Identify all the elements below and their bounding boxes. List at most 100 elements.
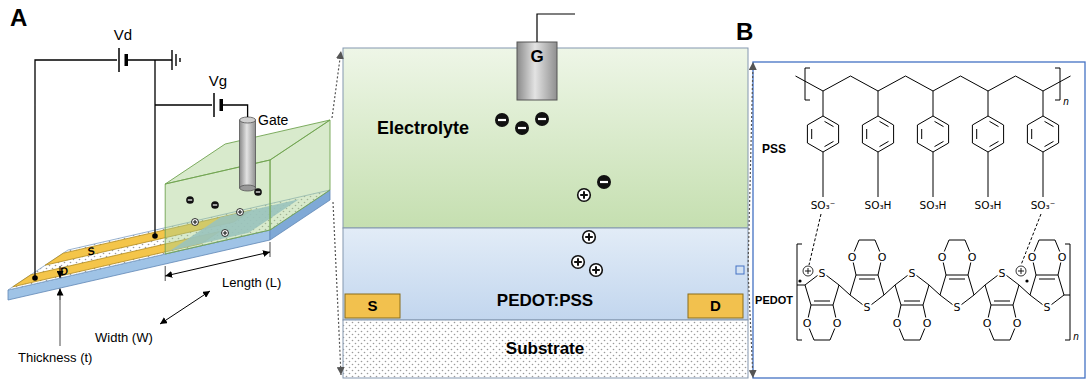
dimension-arrow <box>60 300 61 346</box>
oxygen-atom: O <box>1012 318 1023 329</box>
chemical-structure <box>796 68 1071 340</box>
sulfur-atom: S <box>998 268 1007 279</box>
dimension-arrow <box>165 252 270 276</box>
gate-cylinder <box>240 117 256 123</box>
benzene-ring <box>862 116 893 152</box>
benzene-ring <box>917 116 948 152</box>
drain-contact: D <box>688 294 743 318</box>
ion-symbol <box>186 188 262 236</box>
sulfur-atom: S <box>908 268 917 279</box>
ground-symbol <box>172 50 180 70</box>
thiophene-ring <box>850 240 884 308</box>
oect-device-illustration <box>8 48 341 375</box>
gate-electrode-shape <box>517 42 557 100</box>
zoom-marker <box>736 266 744 274</box>
ion-symbol <box>211 201 219 209</box>
dimension-arrow <box>165 266 166 281</box>
chemical-structure-panel-shape <box>753 62 1085 378</box>
gate-cylinder <box>240 120 256 188</box>
oxygen-atom: O <box>1027 252 1038 263</box>
oxygen-atom: O <box>877 252 888 263</box>
radical-cation <box>798 279 801 282</box>
circuit-wire <box>35 60 248 278</box>
dimension-label: Width (W) <box>95 330 153 345</box>
polymer-label: PSS <box>762 143 786 157</box>
oxygen-atom: O <box>832 318 843 329</box>
ion-symbol <box>597 175 611 189</box>
ground-symbol <box>179 58 180 62</box>
ion-symbol <box>572 256 585 269</box>
substrate-layer-shape <box>343 320 748 378</box>
gate-label: Gate <box>258 112 288 128</box>
layer-label: Substrate <box>506 339 584 359</box>
thiophene-ring <box>895 272 929 340</box>
chemical-structure-panel: PSSnSO₃⁻SO₃HSO₃HSO₃HSO₃⁻PEDOTOOOOOOOOOOO… <box>753 62 1085 378</box>
pedot-pss-layer-shape <box>343 228 748 320</box>
zoom-arrow <box>333 202 341 375</box>
sulfur-atom: S <box>1043 302 1052 313</box>
gate-electrode: G <box>517 42 557 100</box>
sulfur-atom: S <box>863 302 872 313</box>
thiophene-ring <box>805 272 839 340</box>
zoom-connector <box>748 270 753 378</box>
contact-dot <box>152 233 158 239</box>
repeat-subscript: n <box>1073 331 1079 343</box>
battery-symbol <box>118 48 120 72</box>
thiophene-ring <box>940 240 974 308</box>
zoom-arrow <box>332 51 341 118</box>
contact-dot <box>32 275 38 281</box>
panel-letter: A <box>10 4 27 32</box>
ground-symbol <box>175 54 176 66</box>
radical-cation <box>798 266 1028 283</box>
oxygen-atom: O <box>802 318 813 329</box>
electrode-label: S <box>367 297 377 314</box>
sulfonate-group: SO₃H <box>973 200 1002 211</box>
oxygen-atom: O <box>937 252 948 263</box>
ion-symbol <box>495 112 611 276</box>
gate-cylinder <box>240 185 256 191</box>
benzene-ring <box>972 116 1003 152</box>
panel-letter: B <box>736 18 753 46</box>
pendant-bond <box>823 91 1043 197</box>
electrolyte-region: Electrolyte <box>343 48 748 228</box>
gate-wire <box>537 14 575 42</box>
oxygen-atom: O <box>892 318 903 329</box>
battery-symbol <box>119 48 223 117</box>
benzene-ring <box>807 116 1058 152</box>
ion-symbol <box>237 209 244 216</box>
oxygen-atom: O <box>847 252 858 263</box>
radical-cation <box>803 266 813 276</box>
substrate-layer: Substrate <box>343 320 748 378</box>
polymer-label: PEDOT <box>755 294 793 307</box>
dimension-arrow <box>160 291 210 324</box>
battery-symbol <box>213 93 215 117</box>
ion-symbol <box>578 189 591 202</box>
dimension-arrow <box>270 242 271 257</box>
electrode-label: D <box>58 264 68 277</box>
ion-symbol <box>186 196 194 204</box>
oxygen-atom: O <box>967 252 978 263</box>
repeat-bracket <box>797 244 1070 340</box>
pss-backbone <box>796 76 1071 91</box>
ground-symbol <box>171 50 172 70</box>
ion-symbol <box>535 112 549 126</box>
oxygen-atom: O <box>982 318 993 329</box>
voltage-label: Vg <box>209 72 227 89</box>
benzene-ring <box>1027 116 1058 152</box>
ion-symbol <box>590 264 603 277</box>
electrode-label: G <box>530 47 543 67</box>
dimension-label: Length (L) <box>222 275 281 290</box>
dimension-arrow <box>60 289 61 301</box>
sulfonate-group: SO₃H <box>863 200 892 211</box>
zoom-connector <box>748 62 753 270</box>
voltage-label: Vd <box>114 26 132 43</box>
node-shapes <box>343 42 1085 378</box>
thiophene-ring <box>1030 240 1064 308</box>
pedot-pss-layer: PEDOT:PSS S D <box>343 228 748 320</box>
region-label: Electrolyte <box>377 118 469 139</box>
source-contact: S <box>345 294 400 318</box>
sulfonate-group: SO₃H <box>918 200 947 211</box>
ion-symbol <box>495 113 509 127</box>
layer-label: PEDOT:PSS <box>497 291 593 311</box>
